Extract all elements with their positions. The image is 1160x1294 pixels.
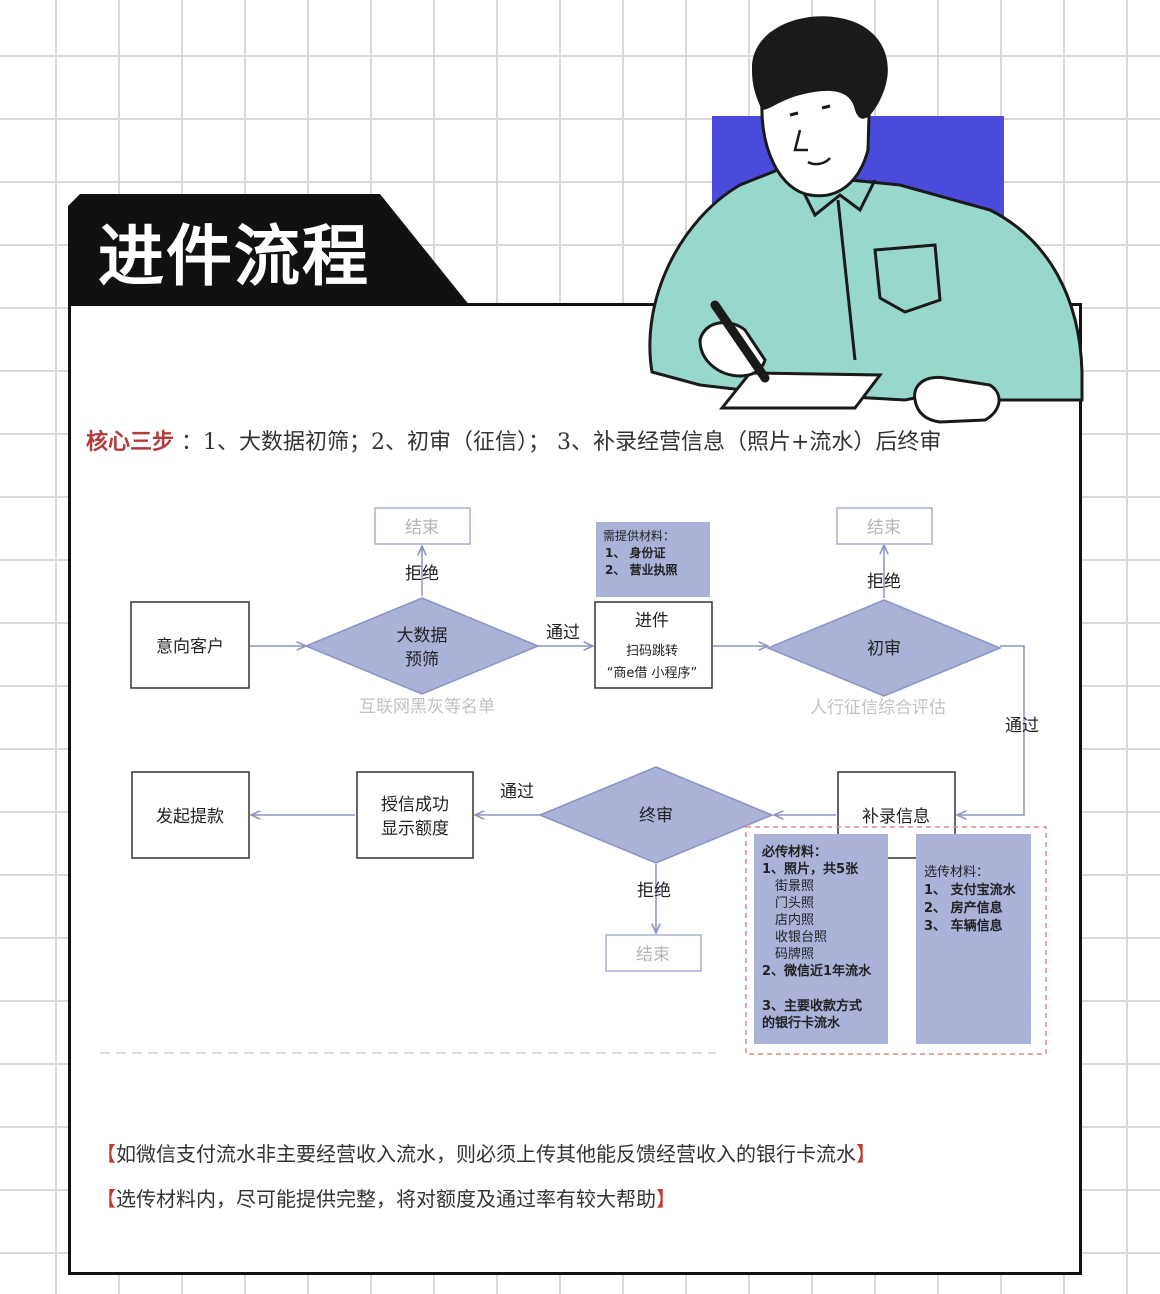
mandatory-line: 3、主要收款方式 [762, 998, 862, 1014]
optional-item: 2、 房产信息 [924, 900, 1003, 916]
edge-label-reject-bigdata: 拒绝 [405, 564, 439, 584]
mouth-line [807, 157, 831, 166]
page-title: 进件流程 [98, 218, 370, 295]
placket-line [836, 199, 857, 361]
collar-line [788, 164, 877, 218]
bigdata-label-line2: 预筛 [405, 650, 439, 670]
optional-materials-box [916, 834, 1031, 1044]
bigdata-caption: 互联网黑灰等名单 [359, 697, 495, 717]
required-docs-box [596, 522, 710, 597]
required-docs-item: 2、 营业执照 [605, 562, 678, 577]
end-label-top-left: 结束 [405, 518, 439, 538]
edge-label-pass-final: 通过 [500, 782, 534, 802]
submit-title: 进件 [635, 611, 669, 631]
credit-success-box [356, 771, 474, 859]
end-box-top-right [836, 507, 933, 545]
optional-item: 1、 支付宝流水 [924, 882, 1017, 898]
mandatory-line: 店内照 [775, 912, 814, 928]
resting-hand [913, 375, 1001, 424]
initial-review-label: 初审 [867, 639, 901, 659]
mandatory-line: 1、照片，共5张 [762, 861, 859, 877]
mandatory-line: 码牌照 [775, 946, 814, 962]
submit-line2: “商e借 小程序” [607, 666, 698, 681]
final-review-diamond [538, 766, 774, 864]
mandatory-line: 收银台照 [775, 930, 827, 945]
hair-shape [751, 16, 888, 119]
supplement-label: 补录信息 [862, 807, 930, 827]
mandatory-line: 街景照 [775, 879, 814, 894]
core-steps-label: 核心三步 [86, 429, 175, 455]
withdraw-label: 发起提款 [156, 807, 224, 827]
eye-left [789, 111, 799, 117]
materials-frame [745, 826, 1047, 1055]
intent-customer-label: 意向客户 [156, 637, 224, 657]
note-optional-materials: 【选传材料内，尽可能提供完整，将对额度及通过率有较大帮助】 [96, 1187, 676, 1211]
nose-line [793, 129, 808, 152]
optional-title: 选传材料： [924, 865, 989, 880]
pen-icon [710, 300, 770, 383]
writing-hand [698, 321, 767, 378]
end-box-bottom [605, 934, 702, 972]
mandatory-title: 必传材料： [761, 844, 827, 860]
bigdata-diamond [304, 597, 540, 695]
mandatory-line: 的银行卡流水 [762, 1015, 841, 1031]
edge-label-pass-initial: 通过 [1005, 716, 1039, 736]
optional-item: 3、 车辆信息 [924, 918, 1003, 934]
edge-label-reject-final: 拒绝 [637, 881, 671, 901]
paper-sheet [718, 371, 883, 410]
required-docs-title: 需提供材料： [603, 528, 675, 543]
end-box-top-left [374, 507, 471, 545]
edge-label-pass-bigdata: 通过 [546, 623, 580, 643]
mandatory-line: 门头照 [775, 896, 814, 911]
note-wechat-flow: 【如微信支付流水非主要经营收入流水，则必须上传其他能反馈经营收入的银行卡流水】 [96, 1142, 876, 1166]
edge-label-reject-initial: 拒绝 [867, 572, 901, 592]
bigdata-label-line1: 大数据 [397, 626, 448, 646]
pocket-shape [873, 243, 942, 314]
core-steps-text: ：1、大数据初筛；2、初审（征信）； 3、补录经营信息（照片+流水）后终审 [181, 430, 942, 455]
core-steps-line: 核心三步 ：1、大数据初筛；2、初审（征信）； 3、补录经营信息（照片+流水）后… [86, 424, 941, 461]
initial-review-diamond [766, 599, 1002, 697]
end-label-top-right: 结束 [867, 518, 901, 538]
final-review-label: 终审 [639, 806, 673, 826]
intent-customer-box [130, 601, 250, 689]
submit-line1: 扫码跳转 [626, 644, 678, 659]
mandatory-line: 2、微信近1年流水 [762, 963, 872, 979]
required-docs-item: 1、 身份证 [605, 545, 666, 560]
edge-initial-supplement [957, 645, 1025, 815]
mandatory-materials-box [754, 834, 888, 1044]
eye-right [821, 104, 831, 110]
initial-review-caption: 人行征信综合评估 [810, 698, 946, 718]
credit-success-line1: 授信成功 [381, 795, 449, 815]
end-label-bottom: 结束 [636, 945, 670, 965]
shirt-shape [648, 163, 1084, 402]
credit-success-line2: 显示额度 [381, 819, 449, 839]
withdraw-box [131, 771, 250, 859]
submit-box [594, 601, 713, 689]
